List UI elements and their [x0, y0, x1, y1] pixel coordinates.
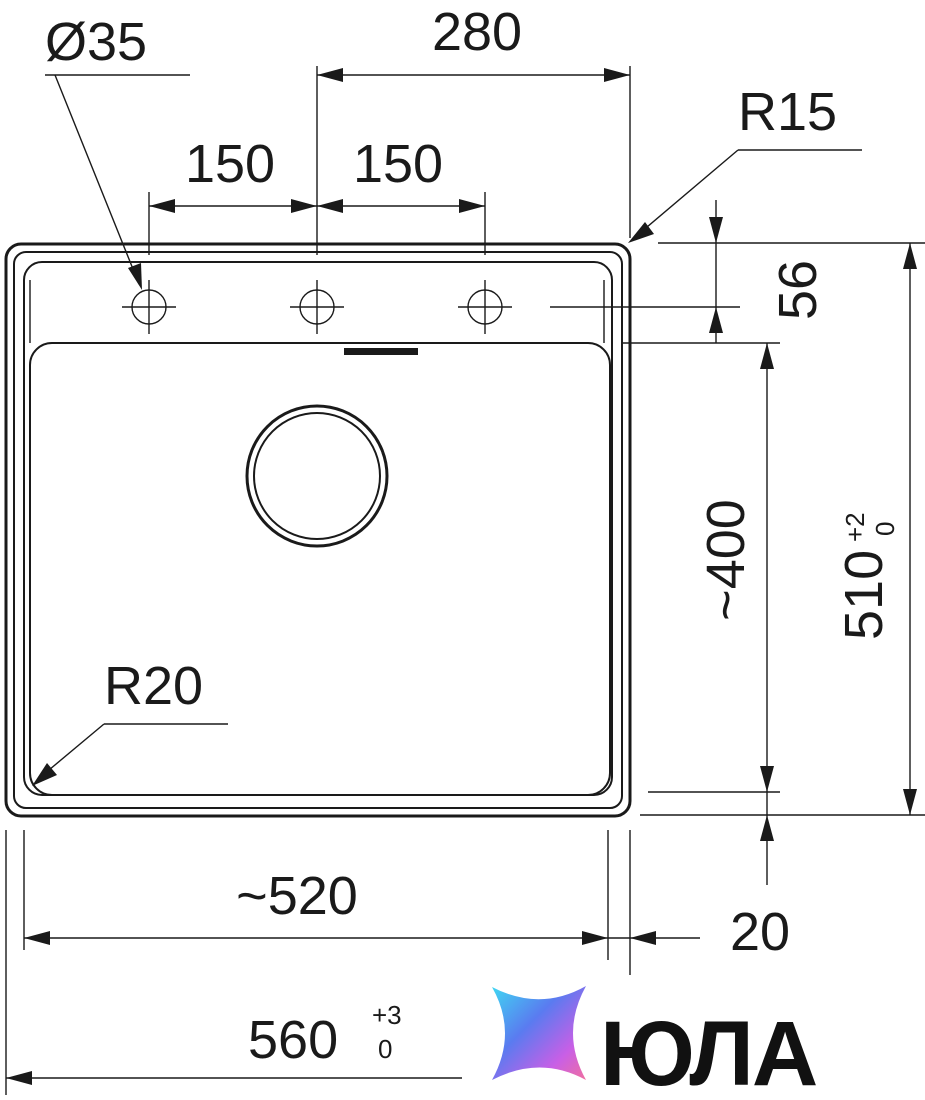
label-r20: R20 — [104, 656, 203, 716]
dimension-56 — [709, 200, 723, 343]
label-280: 280 — [432, 2, 522, 62]
sink-outline — [4, 242, 632, 818]
drain-outer — [245, 404, 389, 548]
label-560: 560 — [248, 1010, 338, 1070]
label-150-right: 150 — [353, 134, 443, 194]
label-510-group: 510 +2 0 — [834, 512, 900, 640]
dimension-520 — [24, 931, 700, 945]
dimension-400 — [760, 343, 774, 792]
outer-rim — [4, 242, 632, 818]
dimension-280 — [317, 68, 630, 82]
dimension-510 — [903, 243, 917, 815]
logo-text: ЮЛА — [600, 1003, 817, 1100]
label-20: 20 — [730, 902, 790, 962]
dimension-20-vertical — [760, 792, 774, 885]
label-520: ~520 — [236, 866, 358, 926]
inner-rim — [13, 251, 623, 809]
label-510-tol-upper: +2 — [840, 512, 870, 542]
faucet-holes — [122, 280, 512, 334]
leader-r20 — [32, 723, 228, 786]
dimension-labels: Ø35 280 150 150 R15 R20 56 ~400 510 +2 0… — [45, 2, 900, 1070]
extension-lines — [5, 66, 925, 1095]
label-r15: R15 — [738, 82, 837, 142]
leader-diameter — [45, 74, 190, 290]
faucet-hole-right — [458, 280, 512, 334]
label-560-tol-upper: +3 — [372, 1000, 402, 1030]
label-510: 510 — [834, 550, 894, 640]
label-400: ~400 — [696, 499, 756, 621]
label-560-tol-lower: 0 — [378, 1034, 392, 1064]
faucet-hole-center — [290, 280, 344, 334]
logo-star-icon — [492, 986, 586, 1080]
leader-r15 — [628, 149, 862, 243]
overflow-slot — [344, 348, 418, 355]
label-diameter: Ø35 — [45, 12, 147, 72]
yula-logo: ЮЛА — [492, 986, 819, 1100]
label-150-left: 150 — [185, 134, 275, 194]
label-56: 56 — [768, 260, 828, 320]
bowl-outline — [29, 342, 611, 796]
label-510-tol-lower: 0 — [870, 522, 900, 536]
drain-inner — [253, 412, 381, 540]
faucet-hole-left — [122, 280, 176, 334]
dimension-150-150 — [149, 199, 485, 213]
dimension-560 — [6, 1071, 462, 1085]
drain — [245, 404, 389, 548]
